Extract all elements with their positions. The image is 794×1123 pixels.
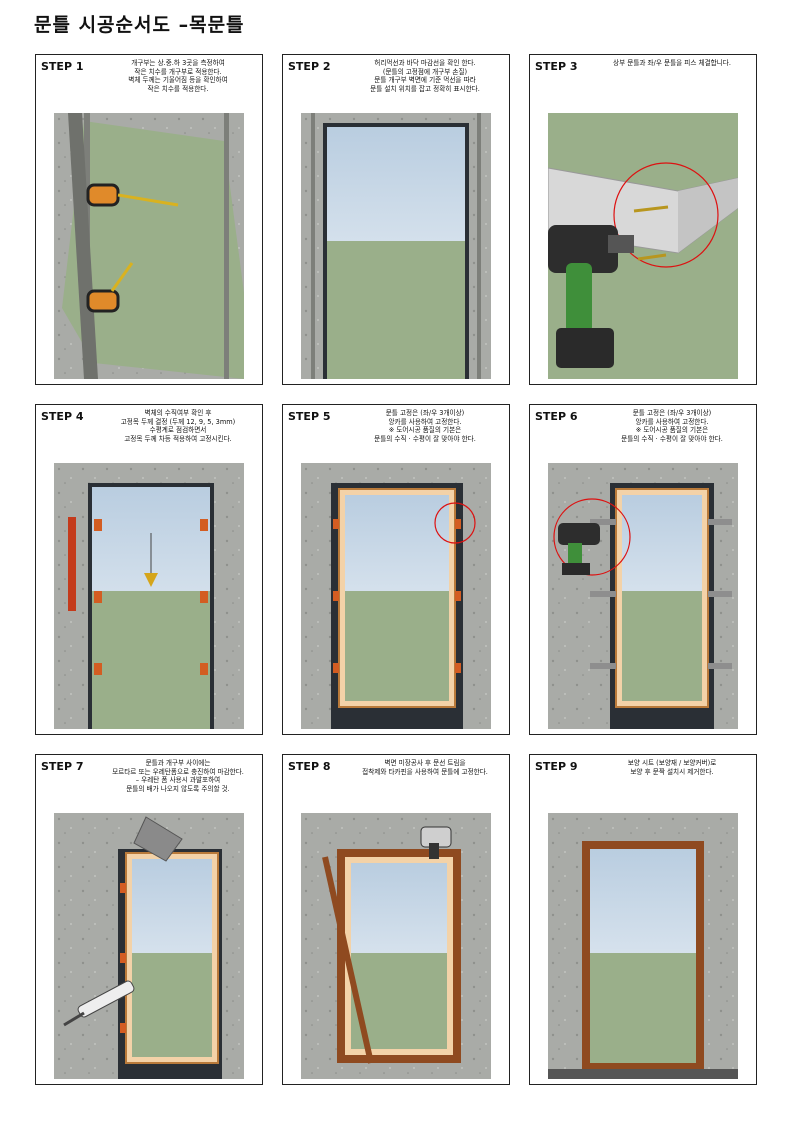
detail-highlight-circle <box>553 498 631 576</box>
step-label: STEP 9 <box>535 760 578 773</box>
step-description: 보양 시트 (보양재 / 보양커버)로 보양 후 문짝 설치시 제거한다. <box>627 759 717 776</box>
step-8-illustration <box>301 813 491 1079</box>
nail-gun-icon <box>420 826 452 859</box>
step-4-illustration <box>54 463 244 729</box>
detail-highlight-circle <box>613 162 719 268</box>
drill-icon <box>548 225 634 368</box>
step-description: 벽면 미장공사 후 문선 트림을 접착제와 타카핀을 사용하여 문틀에 고정한다… <box>362 759 488 776</box>
step-label: STEP 7 <box>41 760 84 773</box>
step-7-illustration <box>54 813 244 1079</box>
step-6-illustration <box>548 463 738 729</box>
step-label: STEP 4 <box>41 410 84 423</box>
step-label: STEP 8 <box>288 760 331 773</box>
step-9-illustration <box>548 813 738 1079</box>
step-description: 문틀과 개구부 사이에는 모르타르 또는 우레탄폼으로 충진하여 마감한다. –… <box>112 759 244 793</box>
step-description: 허리먹선과 바닥 마감선을 확인 한다. (문틀의 고정점에 개구부 손질) 문… <box>370 59 480 93</box>
step-1-panel: STEP 1 개구부는 상.중.하 3곳을 측정하여 작은 치수를 개구부로 적… <box>35 54 263 385</box>
spirit-level-icon <box>68 517 76 611</box>
step-9-panel: STEP 9 보양 시트 (보양재 / 보양커버)로 보양 후 문짝 설치시 제… <box>529 754 757 1085</box>
plumb-bob-icon <box>144 573 158 587</box>
page-title: 문틀 시공순서도 –목문틀 <box>34 14 245 36</box>
step-4-panel: STEP 4 벽체의 수직여부 확인 후 고정목 두께 결정 (두께 12, 9… <box>35 404 263 735</box>
step-7-panel: STEP 7 문틀과 개구부 사이에는 모르타르 또는 우레탄폼으로 충진하여 … <box>35 754 263 1085</box>
caulking-gun-icon <box>63 980 135 1027</box>
step-description: 벽체의 수직여부 확인 후 고정목 두께 결정 (두께 12, 9, 5, 3m… <box>120 409 236 443</box>
step-label: STEP 3 <box>535 60 578 73</box>
step-3-illustration <box>548 113 738 379</box>
step-label: STEP 6 <box>535 410 578 423</box>
step-8-panel: STEP 8 벽면 미장공사 후 문선 트림을 접착제와 타카핀을 사용하여 문… <box>282 754 510 1085</box>
step-3-panel: STEP 3 상부 문틀과 좌/우 문틀을 피스 체결합니다. <box>529 54 757 385</box>
tape-measure-icon <box>86 183 120 207</box>
steps-grid: STEP 1 개구부는 상.중.하 3곳을 측정하여 작은 치수를 개구부로 적… <box>35 54 757 1104</box>
step-2-panel: STEP 2 허리먹선과 바닥 마감선을 확인 한다. (문틀의 고정점에 개구… <box>282 54 510 385</box>
step-5-panel: STEP 5 문틀 고정은 (좌/우 3개이상) 앙카를 사용하여 고정한다. … <box>282 404 510 735</box>
step-5-illustration <box>301 463 491 729</box>
step-1-illustration <box>54 113 244 379</box>
step-2-illustration <box>301 113 491 379</box>
step-description: 개구부는 상.중.하 3곳을 측정하여 작은 치수를 개구부로 적용한다. 벽체… <box>128 59 228 93</box>
trowel-icon <box>133 816 183 862</box>
step-label: STEP 5 <box>288 410 331 423</box>
step-6-panel: STEP 6 문틀 고정은 (좌/우 3개이상) 앙카를 사용하여 고정한다. … <box>529 404 757 735</box>
step-description: 문틀 고정은 (좌/우 3개이상) 앙카를 사용하여 고정한다. ※ 도어시공 … <box>621 409 723 443</box>
detail-highlight-circle <box>434 502 476 544</box>
step-label: STEP 1 <box>41 60 84 73</box>
drill-icon <box>558 523 600 575</box>
step-description: 상부 문틀과 좌/우 문틀을 피스 체결합니다. <box>613 59 731 67</box>
tape-measure-icon <box>86 289 120 313</box>
step-label: STEP 2 <box>288 60 331 73</box>
step-description: 문틀 고정은 (좌/우 3개이상) 앙카를 사용하여 고정한다. ※ 도어시공 … <box>374 409 476 443</box>
